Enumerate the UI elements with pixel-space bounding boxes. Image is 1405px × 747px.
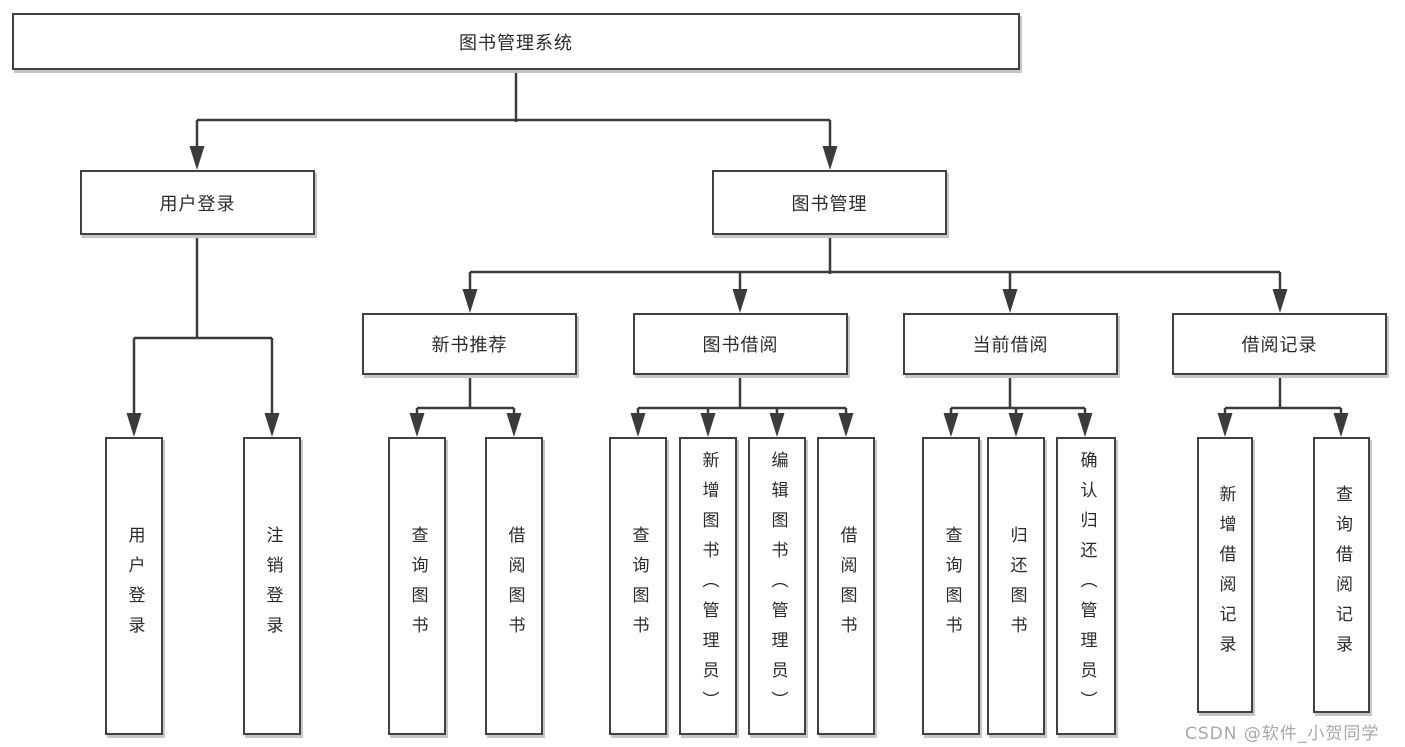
leaf-query-borrow-record-label: 查询借阅记录 bbox=[1332, 485, 1352, 665]
node-current-borrow: 当前借阅 bbox=[903, 313, 1118, 375]
node-user-login: 用户登录 bbox=[80, 170, 315, 235]
node-root: 图书管理系统 bbox=[12, 13, 1020, 70]
leaf-logout-label: 注销登录 bbox=[262, 526, 283, 646]
node-book-management: 图书管理 bbox=[712, 170, 947, 235]
arrowheads bbox=[126, 146, 1349, 437]
node-book-management-label: 图书管理 bbox=[791, 193, 868, 215]
csdn-watermark: CSDN @软件_小贺同学 bbox=[1185, 724, 1380, 744]
leaf-query-books-borrow-label: 查询图书 bbox=[628, 526, 649, 646]
leaf-user-login-label: 用户登录 bbox=[124, 526, 145, 646]
leaf-add-borrow-record-label: 新增借阅记录 bbox=[1215, 485, 1236, 665]
node-book-borrow: 图书借阅 bbox=[633, 313, 848, 375]
node-new-book-recommend: 新书推荐 bbox=[362, 313, 577, 375]
leaf-query-books-current: 查询图书 bbox=[922, 437, 980, 735]
leaf-add-books-admin-label: 新增图书（管理员） bbox=[698, 451, 719, 721]
leaf-query-books-borrow: 查询图书 bbox=[609, 437, 667, 735]
leaf-add-books-admin: 新增图书（管理员） bbox=[679, 437, 737, 735]
leaf-query-borrow-record: 查询借阅记录 bbox=[1313, 437, 1370, 713]
leaf-edit-books-admin: 编辑图书（管理员） bbox=[748, 437, 806, 735]
node-root-label: 图书管理系统 bbox=[459, 32, 573, 54]
node-new-book-recommend-label: 新书推荐 bbox=[431, 335, 508, 356]
leaf-return-books-label: 归还图书 bbox=[1006, 526, 1027, 646]
leaf-borrow-books-recommend-label: 借阅图书 bbox=[504, 526, 525, 646]
leaf-query-books-current-label: 查询图书 bbox=[941, 526, 962, 646]
node-current-borrow-label: 当前借阅 bbox=[972, 335, 1049, 356]
leaf-borrow-books-recommend: 借阅图书 bbox=[485, 437, 543, 735]
leaf-borrow-books: 借阅图书 bbox=[817, 437, 875, 735]
leaf-add-borrow-record: 新增借阅记录 bbox=[1197, 437, 1253, 713]
leaf-user-login: 用户登录 bbox=[105, 437, 163, 735]
leaf-query-books-recommend: 查询图书 bbox=[388, 437, 446, 735]
leaf-logout: 注销登录 bbox=[243, 437, 301, 735]
node-borrow-records-label: 借阅记录 bbox=[1241, 335, 1318, 356]
leaf-edit-books-admin-label: 编辑图书（管理员） bbox=[767, 451, 788, 721]
leaf-confirm-return-admin: 确认归还（管理员） bbox=[1056, 437, 1116, 735]
leaf-borrow-books-label: 借阅图书 bbox=[836, 526, 857, 646]
leaf-confirm-return-admin-label: 确认归还（管理员） bbox=[1076, 451, 1097, 721]
leaf-query-books-recommend-label: 查询图书 bbox=[407, 526, 428, 646]
node-book-borrow-label: 图书借阅 bbox=[702, 335, 779, 356]
node-borrow-records: 借阅记录 bbox=[1172, 313, 1387, 375]
node-user-login-label: 用户登录 bbox=[159, 193, 236, 215]
leaf-return-books: 归还图书 bbox=[987, 437, 1045, 735]
